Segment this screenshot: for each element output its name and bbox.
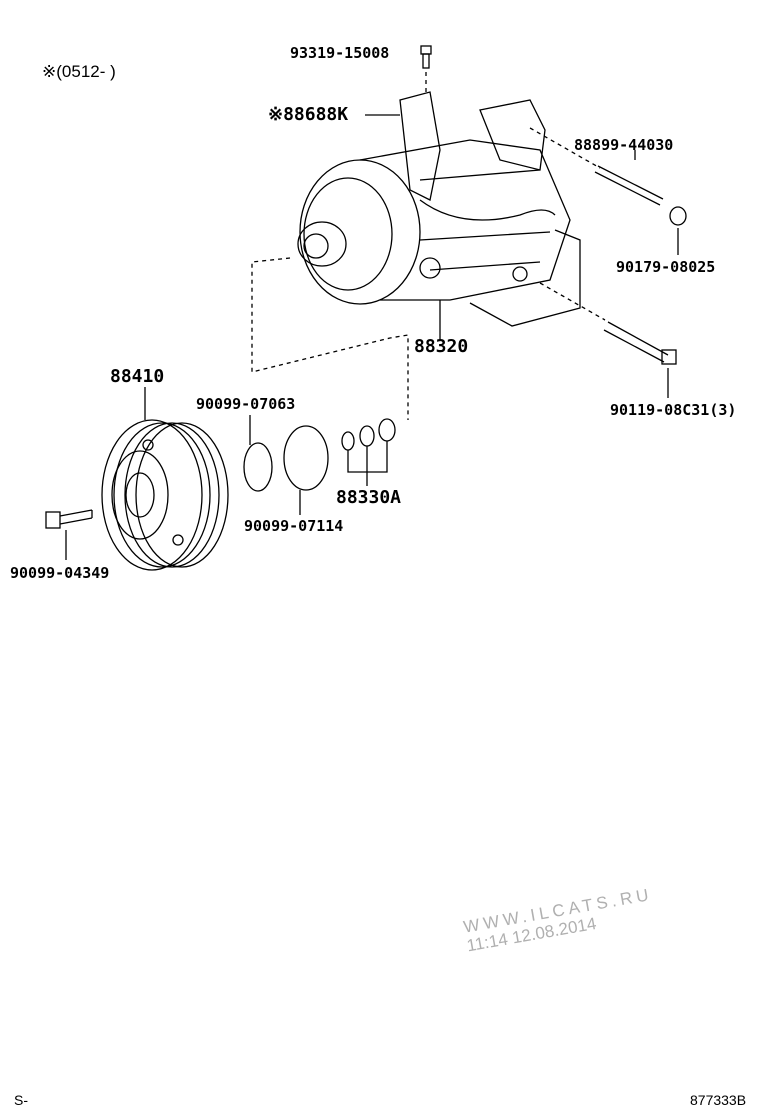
applicability-note: ※(0512- ) (42, 62, 116, 81)
illustration-number: 877333B (690, 1092, 747, 1108)
part-label-88899-44030[interactable]: 88899-44030 (574, 136, 674, 154)
shim-icon (341, 431, 355, 451)
bolt-93319-icon (420, 45, 432, 69)
part-label-90179-08025[interactable]: 90179-08025 (616, 258, 716, 276)
snap-ring-icon (283, 425, 329, 491)
shim-icon (359, 425, 375, 447)
part-label-88330a[interactable]: 88330A (336, 487, 402, 508)
lock-washer-icon (243, 442, 273, 492)
nut-icon (669, 206, 687, 226)
part-label-90119-08c31[interactable]: 90119-08C31(3) (610, 401, 737, 419)
pulley-clutch-illustration (101, 419, 229, 571)
part-label-88320[interactable]: 88320 (414, 336, 469, 357)
compressor-illustration (297, 91, 571, 305)
footer-code-left: S- (14, 1092, 28, 1108)
stud-bolt-icon (594, 165, 664, 206)
long-bolt-icon (603, 321, 669, 363)
part-label-88410[interactable]: 88410 (110, 366, 165, 387)
part-label-93319-15008[interactable]: 93319-15008 (290, 44, 390, 62)
bolt-90099-04349-icon (45, 509, 93, 529)
part-label-90099-04349[interactable]: 90099-04349 (10, 564, 110, 582)
part-label-90099-07114[interactable]: 90099-07114 (244, 517, 344, 535)
part-label-88688k[interactable]: ※88688K (268, 104, 349, 125)
shim-icon (378, 418, 396, 442)
part-label-90099-07063[interactable]: 90099-07063 (196, 395, 296, 413)
